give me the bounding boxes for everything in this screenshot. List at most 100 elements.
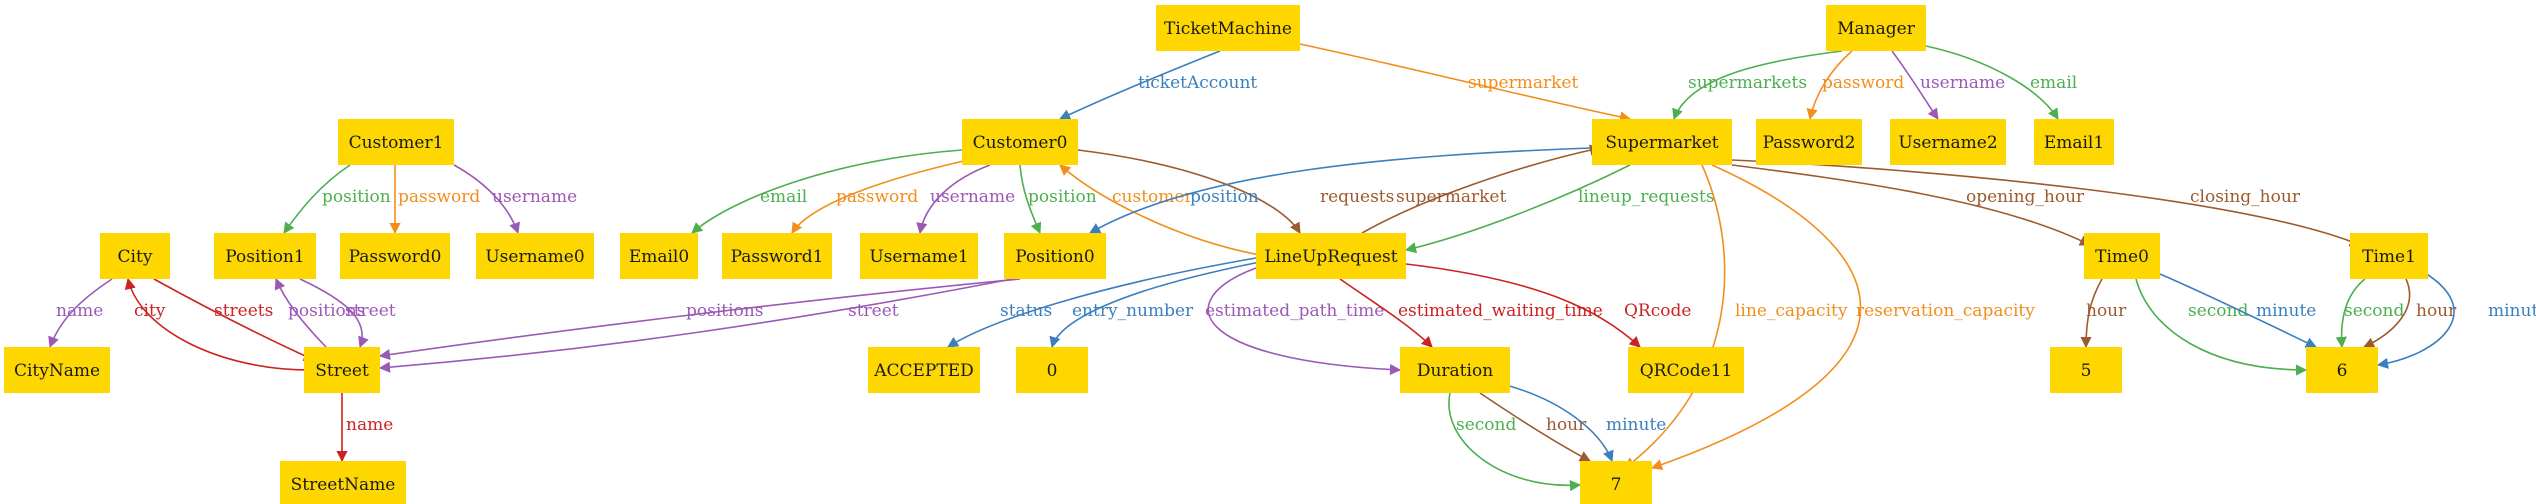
node-label: TicketMachine: [1164, 19, 1292, 39]
node-street: Street: [304, 347, 380, 393]
node-password2: Password2: [1756, 119, 1862, 165]
node-username2: Username2: [1890, 119, 2006, 165]
node-label: Position0: [1015, 247, 1094, 267]
node-box: [2084, 233, 2160, 279]
node-seven: 7: [1580, 461, 1652, 504]
edge-pos0-positions: positions: [378, 278, 1021, 361]
node-box: [476, 233, 594, 279]
edge-dur-hour: hour: [1479, 392, 1591, 462]
edge-mgr-username: username: [1891, 50, 2005, 120]
node-label: Password2: [1763, 133, 1856, 153]
edge-line: [1448, 392, 1582, 492]
node-accepted: ACCEPTED: [868, 347, 980, 393]
edge-line: [1207, 267, 1402, 376]
edge-street-city: city: [124, 277, 311, 371]
edge-line: [1404, 164, 1631, 254]
node-password1: Password1: [722, 233, 832, 279]
edge-line: [1806, 50, 1853, 121]
node-label: Manager: [1837, 19, 1916, 39]
node-box: [1826, 5, 1926, 51]
node-position1: Position1: [214, 233, 316, 279]
edge-label: closing_hour: [2190, 187, 2301, 207]
node-box: [1016, 347, 1088, 393]
edge-label: requests: [1320, 187, 1394, 207]
edge-label: city: [134, 301, 166, 321]
edge-label: name: [346, 415, 393, 435]
edge-sm-line-capacity: line_capacity: [1624, 164, 1848, 469]
edge-line: [299, 278, 369, 349]
node-label: Email1: [2044, 133, 2104, 153]
edge-label: supermarkets: [1688, 73, 1807, 93]
edge-line: [1731, 159, 2362, 247]
edge-label: position: [1028, 187, 1097, 207]
edge-label: supermarket: [1468, 73, 1578, 93]
edge-line: [1479, 392, 1591, 462]
edge-label: hour: [2416, 301, 2457, 321]
node-label: Customer0: [973, 133, 1068, 153]
edge-line: [1299, 43, 1632, 123]
node-label: Username0: [485, 247, 584, 267]
node-box: [2050, 347, 2122, 393]
edge-line: [1049, 261, 1261, 349]
edge-label: hour: [1546, 415, 1587, 435]
edge-label: position: [1190, 187, 1259, 207]
edge-label: second: [2344, 301, 2404, 321]
edge-pos0-street: street: [378, 278, 1013, 373]
edge-t1-minute: minute: [2376, 269, 2536, 369]
edge-lur-qrcode: QRcode: [1405, 263, 1691, 348]
edge-t1-hour: hour: [2362, 278, 2457, 348]
node-zero: 0: [1016, 347, 1088, 393]
node-box: [1592, 119, 1732, 165]
edge-line: [1731, 164, 2092, 246]
edge-c0-email: email: [691, 149, 963, 234]
node-box: [2350, 233, 2428, 279]
node-supermarket: Supermarket: [1592, 119, 1732, 165]
edge-line: [378, 278, 1013, 373]
edge-line: [2080, 278, 2103, 349]
node-box: [860, 233, 978, 279]
node-city: City: [100, 233, 170, 279]
node-email1: Email1: [2034, 119, 2114, 165]
edge-line: [2135, 278, 2308, 376]
edge-t0-minute: minute: [2159, 273, 2318, 348]
edge-label: hour: [2086, 301, 2127, 321]
edge-ticketaccount: ticketAccount: [1058, 50, 1257, 120]
node-box: [1400, 347, 1510, 393]
edge-dur-second: second: [1448, 392, 1582, 492]
edge-c1-position: position: [283, 164, 391, 234]
edge-mgr-supermarkets: supermarkets: [1672, 50, 1843, 121]
edge-label: customer: [1112, 187, 1193, 207]
node-label: 7: [1611, 475, 1622, 495]
edge-label: password: [398, 187, 480, 207]
edge-label: streets: [214, 301, 273, 321]
edge-label: position: [322, 187, 391, 207]
edge-label: opening_hour: [1966, 187, 2085, 207]
node-label: 5: [2081, 361, 2092, 381]
node-label: 0: [1047, 361, 1058, 381]
node-label: Username1: [869, 247, 968, 267]
edge-t0-second: second: [2135, 278, 2308, 376]
edge-label: username: [1920, 73, 2005, 93]
edge-sm-lineup-requests: lineup_requests: [1404, 164, 1715, 254]
edge-label: password: [1822, 73, 1904, 93]
edge-label: status: [1000, 301, 1052, 321]
edge-t0-hour: hour: [2080, 278, 2127, 349]
edge-line: [1058, 50, 1221, 120]
edge-label: entry_number: [1072, 301, 1194, 321]
node-cityname: CityName: [4, 347, 110, 393]
node-box: [620, 233, 698, 279]
node-box: [304, 347, 380, 393]
node-password0: Password0: [340, 233, 450, 279]
edge-label: minute: [2488, 301, 2536, 321]
edge-label: email: [2030, 73, 2077, 93]
node-box: [1004, 233, 1106, 279]
edge-label: street: [848, 301, 899, 321]
node-label: Email0: [629, 247, 689, 267]
node-box: [1256, 233, 1406, 279]
edge-line: [2376, 269, 2455, 369]
node-box: [1756, 119, 1862, 165]
node-box: [2306, 347, 2378, 393]
edge-city-streets: streets: [153, 278, 316, 361]
edge-label: name: [56, 301, 103, 321]
